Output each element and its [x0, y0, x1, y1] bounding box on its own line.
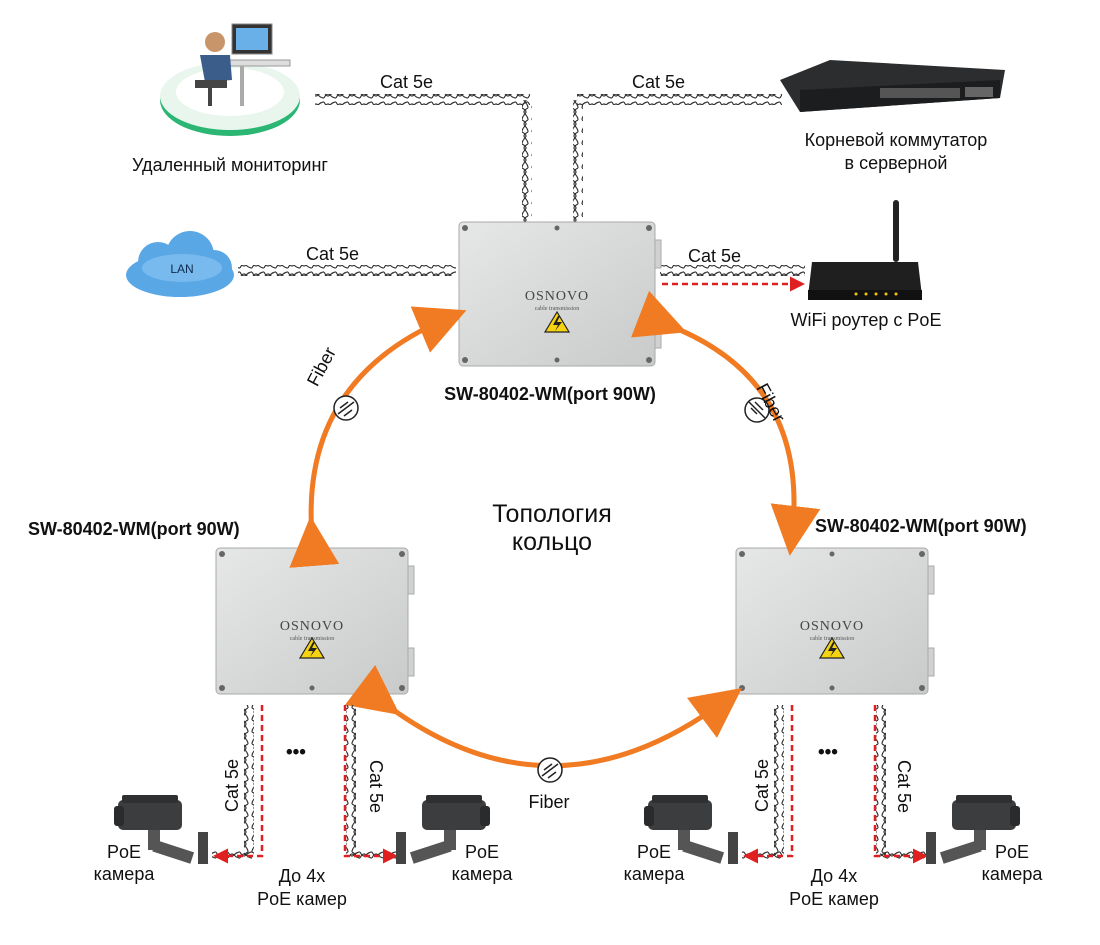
topology-title-line1: Топология: [492, 500, 612, 528]
network-switch-icon: [780, 60, 1005, 112]
camera-label-line1: PoE: [994, 842, 1030, 862]
camera-label-line1: PoE: [106, 842, 142, 862]
workstation-icon: [160, 23, 300, 136]
ellipsis-left: •••: [286, 742, 306, 763]
switch-right: [735, 547, 935, 695]
cable-label: Cat 5e: [752, 758, 772, 812]
camera-label-line2: камера: [451, 864, 513, 884]
cable-label: Cat 5e: [222, 758, 242, 812]
camera-label-line1: PoE: [636, 842, 672, 862]
camera-label-line1: PoE: [464, 842, 500, 862]
camera-icon: [926, 795, 1020, 864]
switch-top-model: SW-80402-WM(port 90W): [444, 384, 656, 404]
upto-label-line1: До 4х: [810, 866, 858, 886]
camera-label-line2: камера: [93, 864, 155, 884]
camera-label-line2: камера: [981, 864, 1043, 884]
cloud-icon: [126, 231, 234, 297]
cable-label: Cat 5e: [894, 760, 914, 814]
wifi-router-icon: [808, 200, 922, 300]
camera-icon: [396, 795, 490, 864]
switch-left-model: SW-80402-WM(port 90W): [28, 519, 240, 539]
upto-label-line2: PoE камер: [257, 889, 347, 909]
fiber-connector-icon: [744, 397, 770, 423]
switch-left-brand: OSNOVO: [280, 619, 344, 634]
camera-icon: [114, 795, 208, 864]
switch-top-brand-sub: cable transmission: [535, 306, 580, 312]
cable-root-switch-to-switch: [573, 94, 782, 222]
cable-switch-to-wifi: [660, 265, 805, 292]
switch-top-brand: OSNOVO: [525, 289, 589, 304]
cable-label: Cat 5e: [306, 244, 360, 264]
camera-cables-left: [212, 705, 398, 864]
cable-label: Cat 5e: [366, 760, 386, 814]
warning-icon: [543, 310, 571, 333]
cable-label: Cat 5e: [632, 72, 686, 92]
root-switch-label-line2: в серверной: [844, 153, 948, 173]
topology-title-line2: кольцо: [511, 528, 593, 556]
switch-right-model: SW-80402-WM(port 90W): [815, 516, 1027, 536]
wifi-router-label: WiFi роутер с PoE: [790, 310, 942, 330]
warning-icon: [298, 636, 326, 659]
fiber-connector-icon: [333, 395, 359, 421]
camera-cables-right: [742, 705, 928, 864]
fiber-connector-icon: [537, 757, 563, 783]
cable-label: Cat 5e: [380, 72, 434, 92]
cable-monitoring-to-switch: [315, 94, 532, 222]
warning-icon: [818, 636, 846, 659]
root-switch-label-line1: Корневой коммутатор: [804, 130, 988, 150]
fiber-label: Fiber: [528, 792, 570, 812]
monitoring-label: Удаленный мониторинг: [132, 155, 328, 175]
lan-label: LAN: [170, 262, 193, 276]
cable-label: Cat 5e: [688, 246, 742, 266]
upto-label-line1: До 4х: [278, 866, 326, 886]
camera-label-line2: камера: [623, 864, 685, 884]
camera-icon: [644, 795, 738, 864]
upto-label-line2: PoE камер: [789, 889, 879, 909]
ellipsis-right: •••: [818, 742, 838, 763]
cable-lan-to-switch: [238, 265, 456, 276]
switch-right-brand: OSNOVO: [800, 619, 864, 634]
